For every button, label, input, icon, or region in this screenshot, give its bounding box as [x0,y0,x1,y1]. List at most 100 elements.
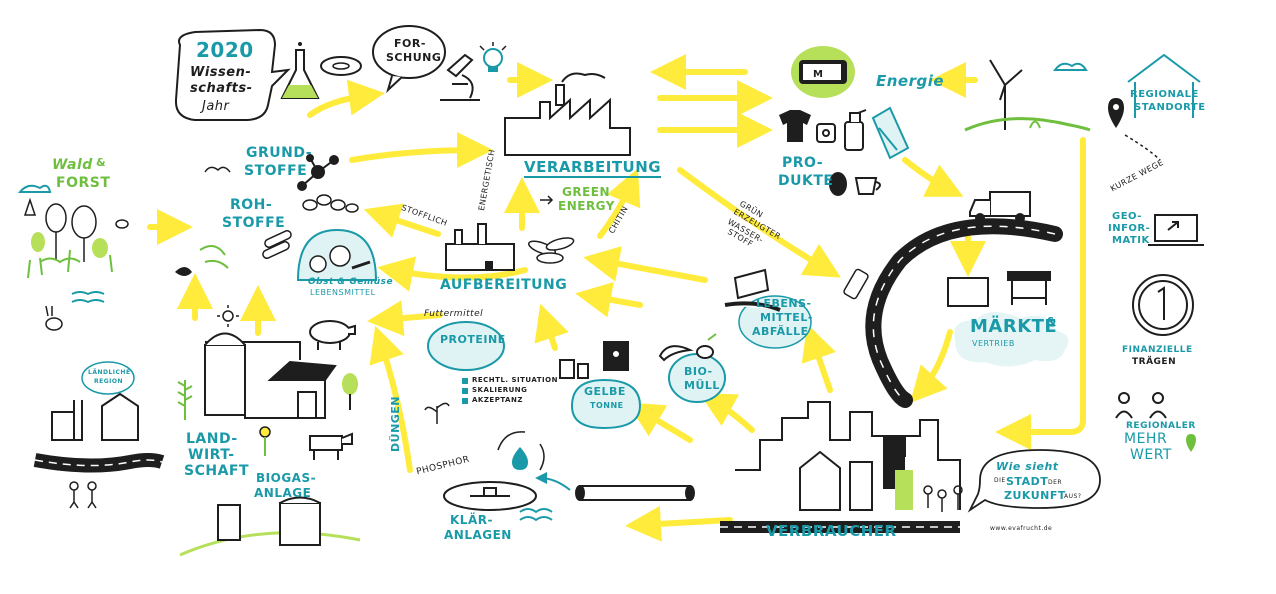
biogas-line-1: BIOGAS- [256,471,317,485]
fern-icon [177,380,193,420]
regionaler-line-1: REGIONALER [1126,421,1196,431]
arrow-to-forschung [307,79,385,118]
rohstoffe-line-2: STOFFE [222,215,286,231]
regionale-line-2: STANDORTE [1134,102,1206,113]
klaeranlagen-line-1: KLÄR- [450,513,493,527]
cow-icon [309,432,353,460]
proteine-bubble [427,321,505,371]
biomuell-line-1: BIO- [684,365,713,378]
finanzielle-line-1: FINANZIELLE [1122,345,1193,355]
stadt-speech-bubble [967,449,1101,513]
citizens-icon [923,485,963,512]
insects-icon [527,237,575,264]
lightbulb-icon [479,42,507,72]
flask-icon [280,42,320,99]
lebensmittel-line-1: LEBENS- [756,297,812,310]
pipe-arrow-icon [535,472,571,491]
spray-bottle-icon [844,109,867,151]
microscope-icon [440,53,480,101]
produkte-line-1: PRO- [782,155,824,171]
arrow-abfall-to-aufbereitung-2 [575,282,643,318]
arrow-produkte-to-truck [902,157,964,197]
truck-icon [969,191,1031,223]
plant-icon [199,245,229,269]
verbraucher-label: VERBRAUCHER [766,522,897,540]
forst-label: FORST [56,175,111,191]
city-skyline-icon [735,401,961,511]
leaf-icon [175,267,192,276]
arrow-verbraucher-to-biomuell [698,392,755,433]
biomuell-line-2: MÜLL [684,379,720,392]
stadt-line-3: ZUKUNFT [1004,489,1066,502]
tree-icon [342,373,358,410]
green-energy-line-1: GREEN [562,185,611,199]
landwirtschaft-line-3: SCHAFT [184,463,250,479]
pig-icon [309,320,356,350]
cup-icon [854,177,881,195]
rabbit-icon [45,305,63,331]
proteine-item-1: RECHTL. SITUATION [472,376,558,384]
pipe-icon [575,485,695,501]
lebensmittel-bubble [738,295,812,349]
proteine-label: PROTEINE [440,333,506,346]
lebensmittel-line-3: ABFÄLLE [752,325,809,338]
wood-logs-icon [262,230,292,259]
futtermittel-label: Futtermittel [424,309,484,319]
road-country-icon [33,453,165,473]
coin-icon [1132,274,1194,336]
duengen-label: DÜNGEN [389,395,402,452]
road-icon [865,218,1063,408]
people-icon [1115,392,1167,419]
arrow-aufbereitung-to-obst [377,256,528,292]
wissenschaftsjahr-line-2: schafts- [190,81,253,96]
shirt-icon [779,110,811,142]
vertrieb-label: VERTRIEB [972,339,1015,348]
house-icon [1127,53,1201,118]
proteine-item-2: SKALIERUNG [472,386,528,394]
laendliche-bubble [81,361,135,395]
laendliche-line-1: LÄNDLICHE [88,369,131,376]
arrow-regionale-down [995,137,1086,450]
dashed-path [1124,134,1161,161]
lebensmittel-line-2: MITTEL- [760,311,813,324]
green-energy-line-2: ENERGY [558,199,615,213]
forschung-bubble [372,25,446,94]
year-label: 2020 [196,38,254,62]
car-icon [843,268,869,300]
biogas-icon [179,496,361,557]
petri-dish-icon [320,56,362,76]
geo-line-2: INFOR- [1108,223,1151,234]
regionale-line-1: REGIONALE [1130,89,1199,100]
regionaler-line-3: WERT [1130,447,1172,463]
speech-bubble-icon [174,28,291,121]
obst-gemuese-line-2: LEBENSMITTEL [310,288,376,297]
landwirtschaft-line-2: WIRT- [188,447,235,463]
banana-icon [658,333,717,362]
biomuell-bubble [668,353,726,403]
sun-icon [217,305,239,327]
produkte-line-2: DUKTE [778,173,834,189]
wind-turbine-icon [964,59,1091,132]
geo-line-3: MATIK [1112,235,1150,246]
arrow-verbraucher-to-klaeranlagen [625,505,733,542]
finanzielle-line-2: TRÄGEN [1132,357,1177,367]
gelbe-tonne-bubble [570,378,642,430]
biogas-line-2: ANLAGE [254,486,312,500]
arrow-verarbeitung-to-markte [677,167,841,278]
flow-arrows [147,54,1086,542]
map-pin-small-icon [1186,434,1196,452]
arrow-gelbe-to-aufbereitung [534,303,569,351]
forest-icon [17,184,129,304]
silo-icon [51,392,139,441]
laendliche-line-2: REGION [94,378,123,385]
packaging-icon [559,359,589,379]
obst-gemuese-dome [296,228,378,281]
arrow-to-green-energy [540,195,554,205]
laptop-icon [1148,214,1204,246]
gelbe-line-1: GELBE [584,385,626,398]
arrow-duengen [369,325,413,473]
battery-icon: M [791,46,855,98]
wald-label: Wald [52,157,93,173]
